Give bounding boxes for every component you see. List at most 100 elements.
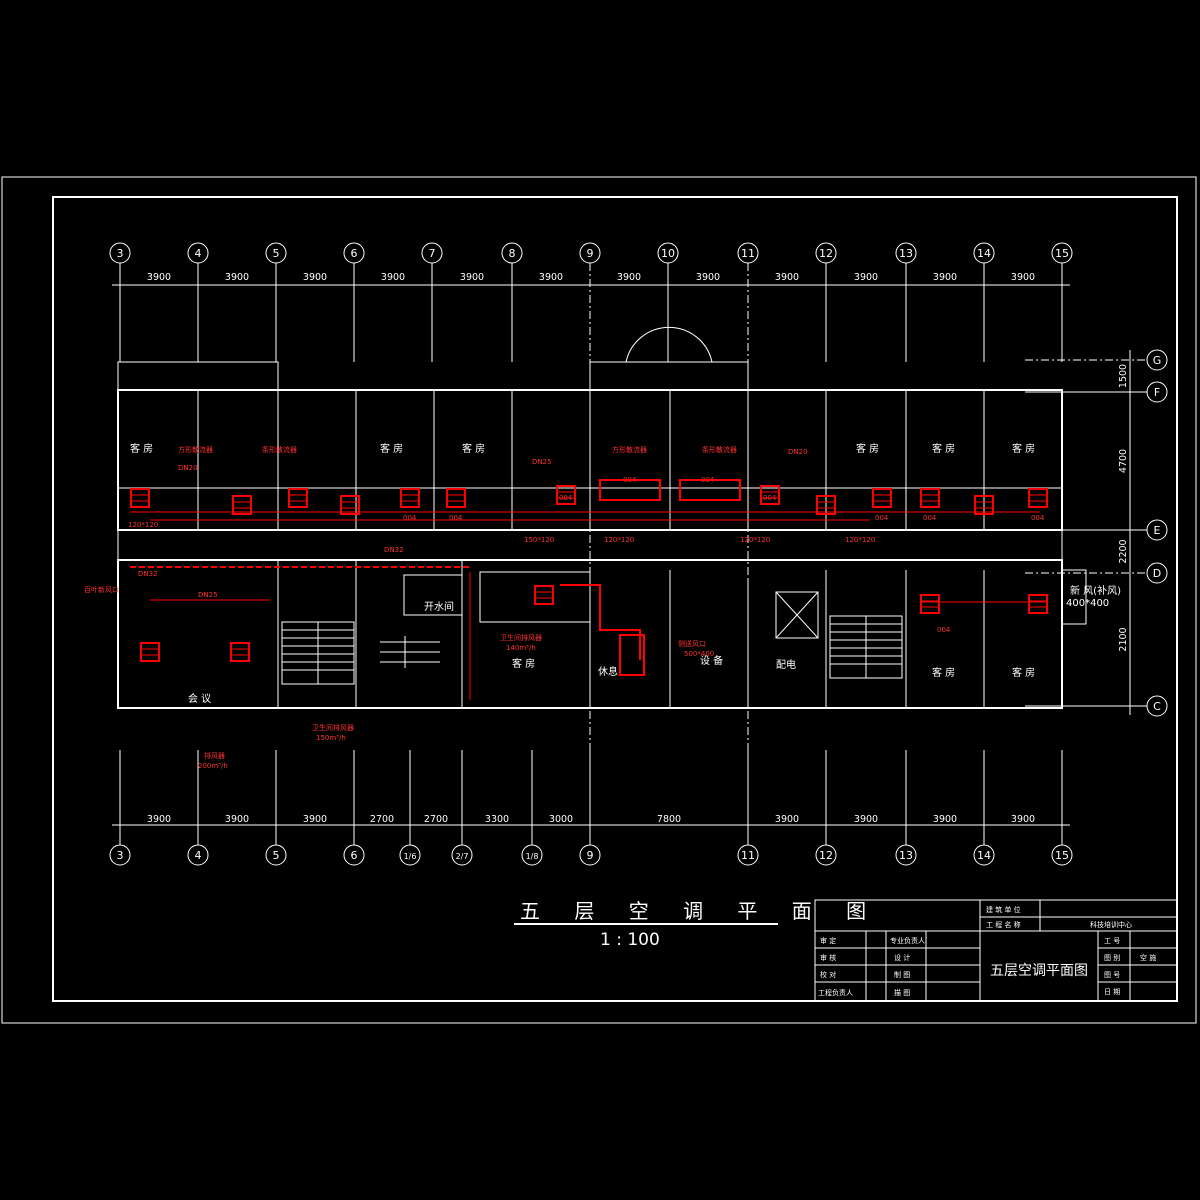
hvac-ducts (130, 479, 1045, 700)
tb-project-name: 科技培训中心 (1090, 920, 1132, 929)
axis-label-top: 14 (977, 247, 991, 260)
annotation-exhaust-1: 卫生间排风器 (312, 723, 354, 732)
fan-coil-unit (760, 485, 780, 505)
room-label-water: 开水间 (424, 600, 454, 613)
axis-label-top: 12 (819, 247, 833, 260)
annotation-duct-1: 120*120 (128, 521, 158, 529)
room-label-guest: 客 房 (932, 442, 955, 455)
dimension-bottom: 3900 (854, 814, 878, 825)
dimension-bottom: 3000 (549, 814, 573, 825)
annotation-pipe-dn20b: DN20 (788, 448, 808, 456)
annotation-pipe-dn25: DN25 (198, 591, 218, 599)
room-label-guest: 客 房 (512, 657, 535, 670)
dimension-bottom: 3900 (303, 814, 327, 825)
unit-label: 004 (1031, 514, 1045, 522)
dimension-top: 3900 (617, 272, 641, 283)
room-label-guest: 客 房 (932, 666, 955, 679)
fan-coil-unit (400, 488, 420, 508)
axis-label-bottom: 15 (1055, 849, 1069, 862)
room-label-guest: 客 房 (1012, 442, 1035, 455)
dimension-bottom: 3900 (775, 814, 799, 825)
room-label-guest: 客 房 (380, 442, 403, 455)
tb-design-label: 设 计 (894, 953, 910, 962)
tb-job-no-label: 工 号 (1104, 937, 1120, 945)
axis-label-top: 3 (117, 247, 124, 260)
axis-label-top: 10 (661, 247, 675, 260)
axis-label-bottom: 1/8 (526, 852, 539, 861)
axis-label-top: 15 (1055, 247, 1069, 260)
axis-label-top: 7 (429, 247, 436, 260)
fan-coil-unit (340, 495, 360, 515)
dimension-right: 2100 (1118, 627, 1129, 651)
dimension-right: 2200 (1118, 539, 1129, 563)
axis-label-right: G (1153, 354, 1162, 367)
unit-label: 004 (937, 626, 951, 634)
tb-draw-label: 制 图 (894, 970, 910, 979)
stairs-right (829, 615, 903, 679)
stairs-left (281, 621, 355, 685)
unit-label: 004 (449, 514, 463, 522)
annotation-grille-2: 条形散流器 (262, 445, 297, 454)
annotation-grille-1b: 方形散流器 (612, 445, 647, 454)
dimension-top: 3900 (696, 272, 720, 283)
axis-label-bottom: 4 (195, 849, 202, 862)
annotation-exhaust-3-flow: 200m³/h (198, 762, 228, 770)
axis-label-top: 9 (587, 247, 594, 260)
room-label-guest: 客 房 (462, 442, 485, 455)
tb-drawing-cat-label: 图 别 (1104, 953, 1120, 962)
dimension-top: 3900 (775, 272, 799, 283)
tb-proof-label: 校 对 (820, 970, 836, 979)
right-dimensions: 15004700220021006600 (1114, 0, 1138, 652)
annotation-grille-2b: 条形散流器 (702, 445, 737, 454)
axis-label-bottom: 9 (587, 849, 594, 862)
tb-review-label: 审 定 (820, 936, 836, 945)
fan-coil-unit (556, 485, 576, 505)
axis-label-top: 5 (273, 247, 280, 260)
dimension-bottom: 2700 (424, 814, 448, 825)
annotation-duct-1c: 120*120 (740, 536, 770, 544)
dimension-bottom: 3900 (1011, 814, 1035, 825)
axis-label-bottom: 3 (117, 849, 124, 862)
fan-coil-unit (232, 495, 252, 515)
axis-label-bottom: 12 (819, 849, 833, 862)
axis-label-bottom: 5 (273, 849, 280, 862)
axis-label-bottom: 11 (741, 849, 755, 862)
room-label-guest: 客 房 (130, 442, 153, 455)
axis-label-right: D (1153, 567, 1161, 580)
annotation-fresh-outlet: 百叶新风口 (84, 585, 119, 594)
axis-label-bottom: 13 (899, 849, 913, 862)
room-label-equipment: 设 备 (700, 654, 723, 667)
tb-check-label: 审 核 (820, 953, 836, 962)
dimension-bottom: 3900 (933, 814, 957, 825)
drawing-scale: 1 : 100 (600, 930, 660, 950)
axis-bubble-right (1146, 349, 1168, 371)
axis-label-top: 13 (899, 247, 913, 260)
dimension-right: 4700 (1118, 449, 1129, 473)
tb-pm-label: 工程负责人 (818, 988, 853, 997)
dimension-top: 3900 (854, 272, 878, 283)
axis-label-bottom: 1/6 (404, 852, 417, 861)
annotation-exhaust-1-flow: 150m³/h (316, 734, 346, 742)
dimension-top: 3900 (147, 272, 171, 283)
axis-label-right: E (1154, 524, 1161, 537)
dimension-bottom: 3900 (225, 814, 249, 825)
annotation-duct-1d: 120*120 (845, 536, 875, 544)
dimension-right: 1500 (1118, 364, 1129, 388)
room-label-guest: 客 房 (1012, 666, 1035, 679)
fan-coil-unit (920, 488, 940, 508)
room-label-guest: 客 房 (856, 442, 879, 455)
unit-label: 004 (403, 514, 417, 522)
unit-label: 004 (559, 494, 573, 502)
fan-coil-unit (288, 488, 308, 508)
dimension-top: 3900 (933, 272, 957, 283)
axis-label-bottom: 6 (351, 849, 358, 862)
unit-label: 004 (875, 514, 889, 522)
fan-coil-unit (920, 594, 940, 614)
axis-label-top: 6 (351, 247, 358, 260)
dimension-top: 3900 (303, 272, 327, 283)
tb-drawing-no-label: 图 号 (1104, 971, 1120, 979)
fan-coil-unit (816, 495, 836, 515)
